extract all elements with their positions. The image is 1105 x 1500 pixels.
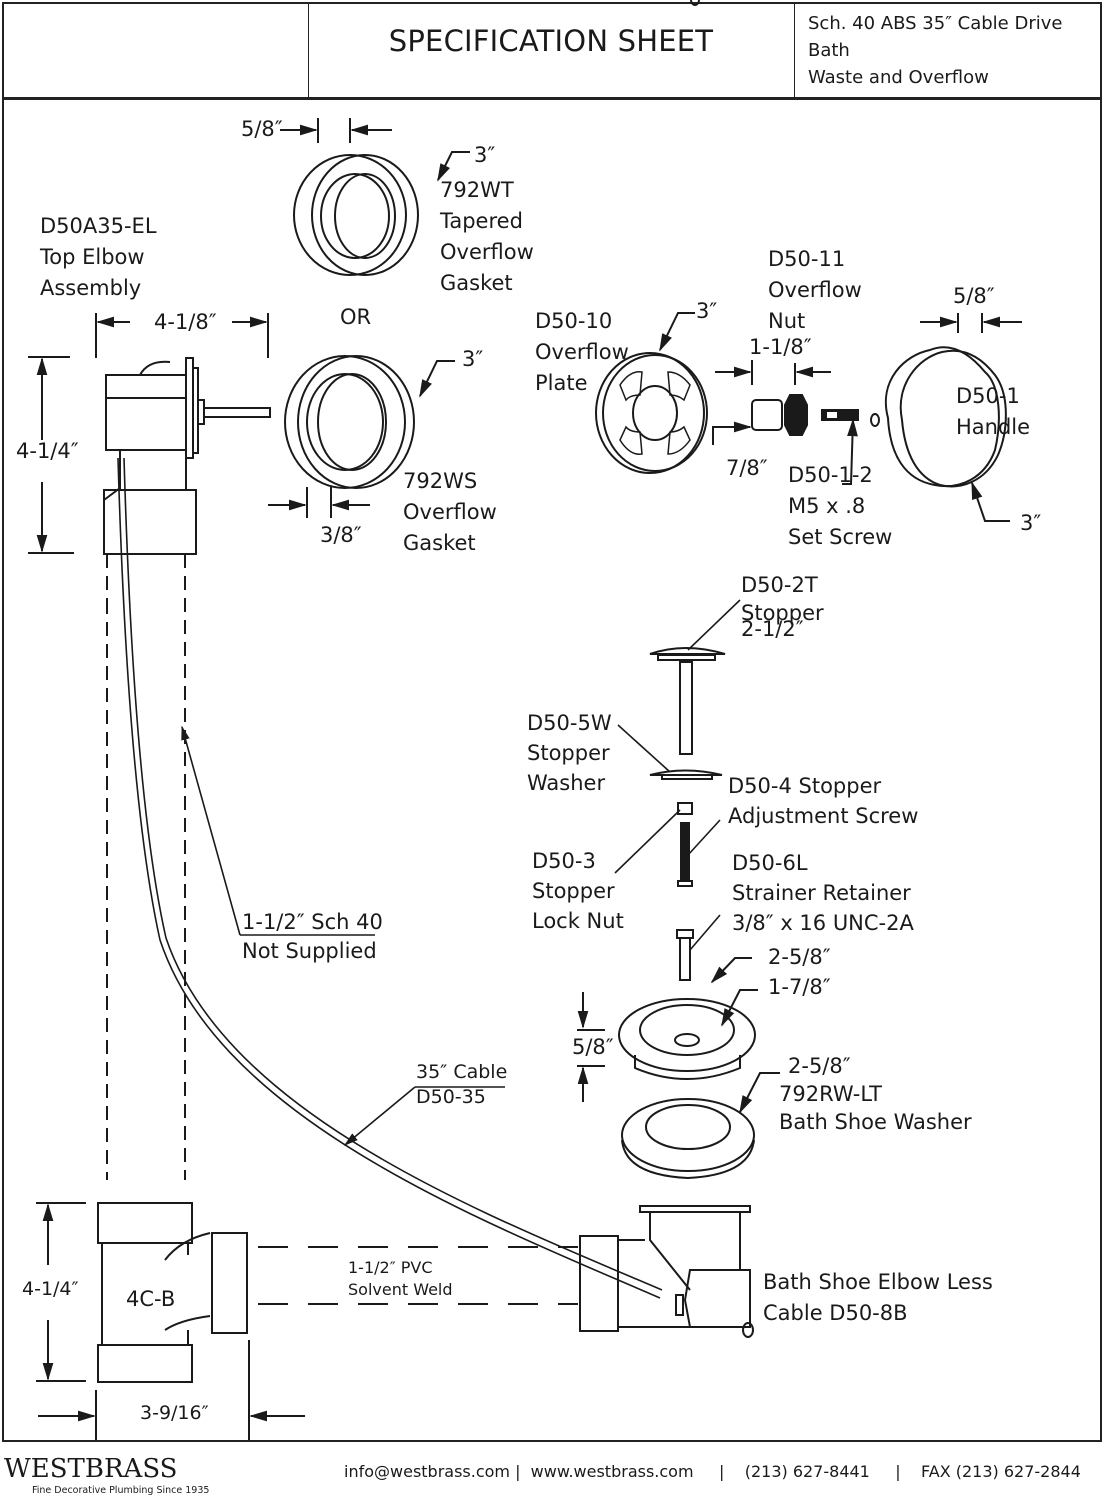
header-title-cell: SPECIFICATION SHEET: [308, 2, 795, 97]
tapered-gasket-diameter: 3″: [474, 143, 496, 167]
strainer-outer-diameter: 2-5/8″: [768, 945, 831, 969]
stopper-drawing: [614, 599, 741, 887]
or-label: OR: [340, 305, 372, 329]
contact-info: info@westbrass.com | www.westbrass.com |…: [344, 1462, 1081, 1481]
strainer-inner-diameter: 1-7/8″: [768, 975, 831, 999]
cable-drawing: [117, 457, 663, 1299]
overflow-plate-drawing: [595, 312, 708, 474]
overflow-gasket-drawing: [268, 355, 455, 518]
brand-tagline: Fine Decorative Plumbing Since 1935: [32, 1485, 210, 1496]
strainer-retainer-drawing: [676, 914, 721, 981]
overflow-nut-diameter: 7/8″: [726, 456, 768, 480]
strainer-drawing: [577, 957, 758, 1102]
brand-logo: WESTBRASS: [4, 1454, 178, 1484]
tapered-gasket-thickness: 5/8″: [241, 117, 283, 141]
handle-drawing: [870, 313, 1022, 522]
page-title: SPECIFICATION SHEET: [388, 23, 714, 58]
overflow-plate-diameter: 3″: [696, 299, 718, 323]
overflow-nut-drawing: [712, 360, 831, 445]
sheet-frame: [2, 2, 1102, 1442]
top-elbow-height: 4-1/4″: [16, 439, 79, 463]
tee-label: 4C-B: [126, 1287, 176, 1311]
overflow-nut-length: 1-1/8″: [749, 335, 812, 359]
product-description: Sch. 40 ABS 35″ Cable Drive Bath Waste a…: [808, 10, 1102, 91]
shoe-washer-drawing: [621, 1072, 780, 1180]
footer: WESTBRASS Fine Decorative Plumbing Since…: [0, 1448, 1105, 1500]
tee-width: 3-9/16″: [140, 1402, 209, 1424]
handle-thickness: 5/8″: [953, 284, 995, 308]
overflow-gasket-diameter: 3″: [462, 347, 484, 371]
shoe-elbow-drawing: [579, 0, 754, 1338]
handle-diameter: 3″: [1020, 511, 1042, 535]
product-line-1: Sch. 40 ABS 35″ Cable Drive Bath: [808, 13, 1063, 61]
strainer-height: 5/8″: [572, 1035, 614, 1059]
product-line-2: Waste and Overflow: [808, 67, 989, 88]
set-screw-drawing: [821, 409, 859, 485]
overflow-gasket-thickness: 3/8″: [320, 523, 362, 547]
top-elbow-drawing: [28, 313, 271, 1180]
header: SPECIFICATION SHEET Sch. 40 ABS 35″ Cabl…: [2, 2, 1102, 100]
tee-height: 4-1/4″: [22, 1278, 79, 1300]
tee-drawing: [36, 1202, 578, 1440]
tapered-gasket-drawing: [280, 118, 470, 276]
top-elbow-width: 4-1/8″: [154, 310, 217, 334]
header-logo-cell: [2, 2, 309, 97]
